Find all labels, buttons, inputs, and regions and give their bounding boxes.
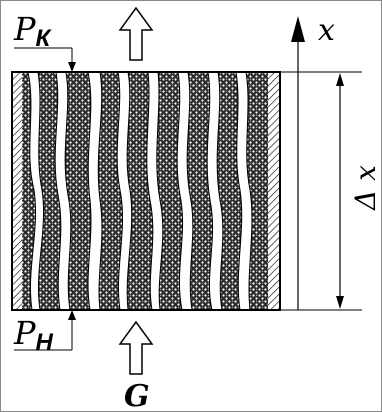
- pore-channels: [27, 71, 253, 311]
- delta-x-dimension: [336, 73, 344, 309]
- delta-x-label: Δ x: [349, 165, 382, 211]
- top-flow-arrow-icon: [118, 6, 154, 61]
- bottom-flow-arrow-icon: [118, 320, 154, 375]
- axis-label-x: x: [318, 13, 335, 48]
- svg-text:PН: PН: [13, 314, 54, 356]
- axis-arrow-icon: [291, 16, 305, 42]
- x-axis: [291, 16, 305, 310]
- porous-block: [11, 71, 281, 311]
- left-wall: [12, 72, 22, 310]
- p-k-label: PК: [13, 10, 76, 72]
- p-k-sub: К: [36, 25, 53, 52]
- right-wall: [268, 72, 280, 310]
- p-k-main: P: [13, 10, 36, 48]
- p-n-main: P: [13, 314, 36, 352]
- p-n-sub: Н: [36, 329, 54, 356]
- svg-text:PК: PК: [13, 10, 53, 52]
- flow-label: G: [124, 379, 150, 412]
- block-border: [11, 71, 281, 311]
- p-n-label: PН: [13, 310, 76, 356]
